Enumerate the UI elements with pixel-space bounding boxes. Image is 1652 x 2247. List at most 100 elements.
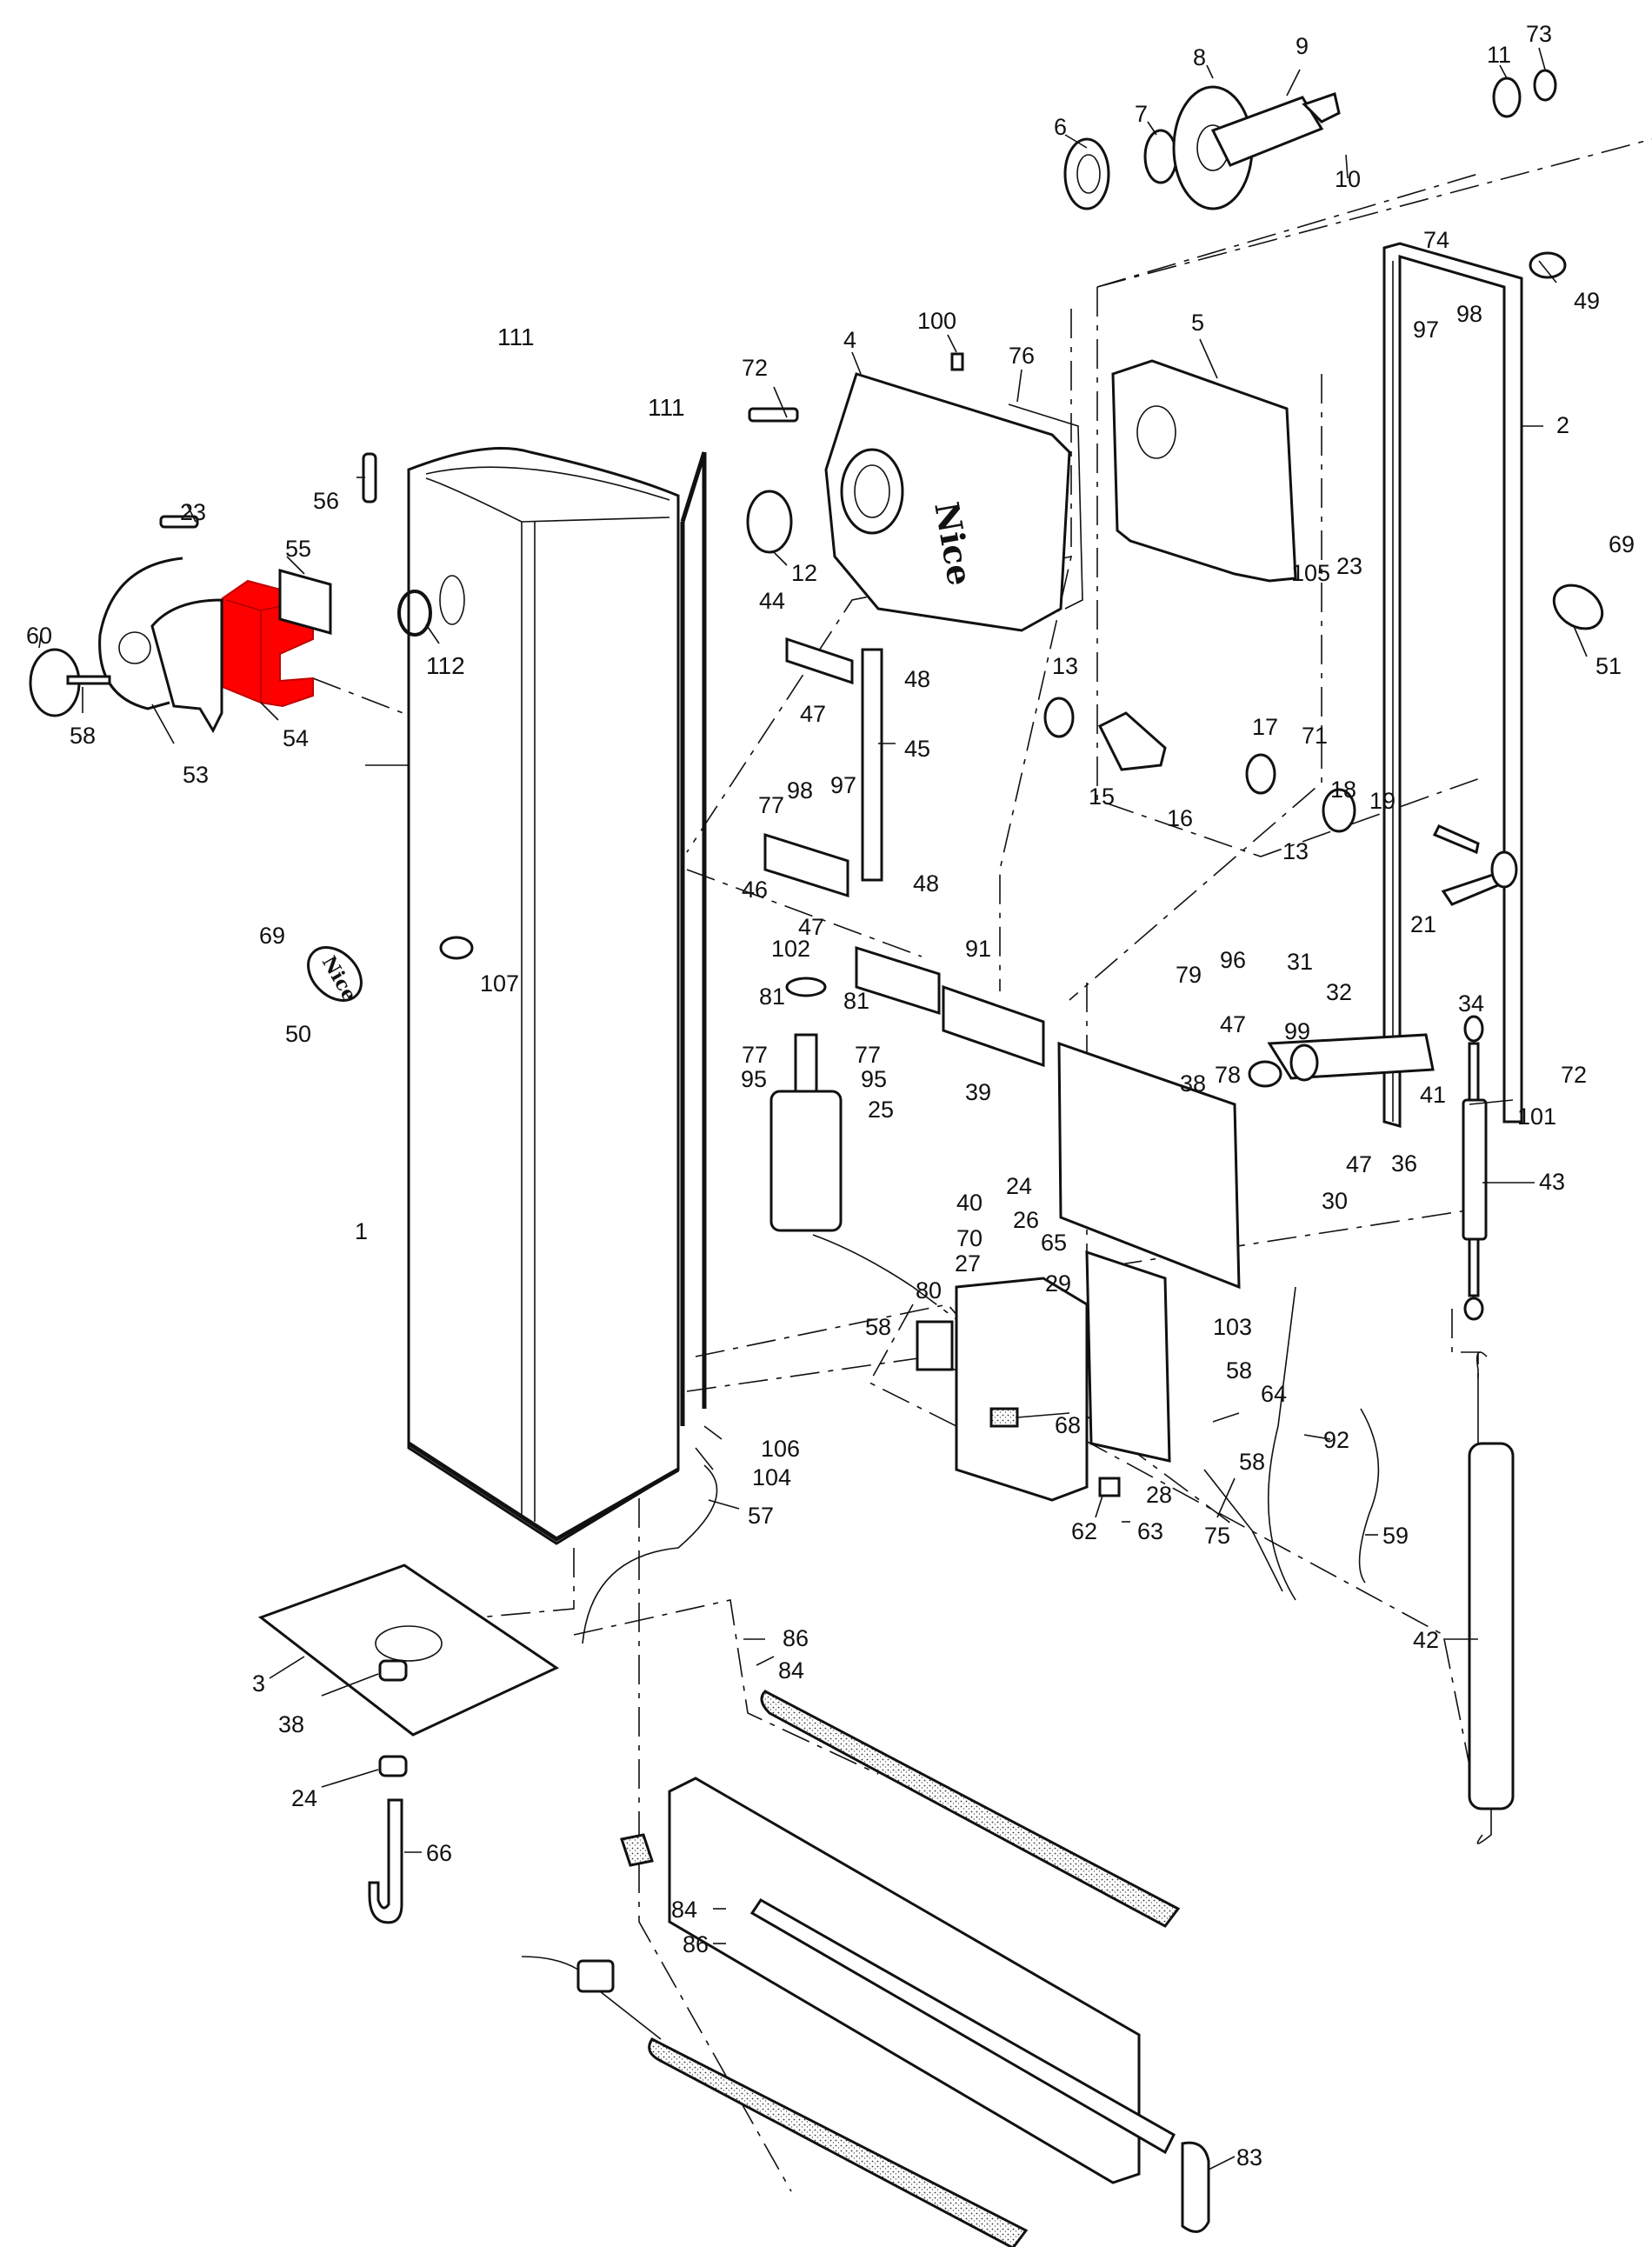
callout-47a[interactable]: 47 [800,701,826,727]
callout-51[interactable]: 51 [1595,653,1622,679]
callout-102[interactable]: 102 [771,936,810,962]
callout-76[interactable]: 76 [1009,343,1035,369]
callout-25[interactable]: 25 [868,1097,894,1123]
callout-50[interactable]: 50 [285,1021,311,1047]
callout-8[interactable]: 8 [1193,44,1206,70]
callout-73[interactable]: 73 [1526,21,1552,47]
callout-13b[interactable]: 13 [1282,838,1309,864]
callout-69a[interactable]: 69 [259,923,285,949]
callout-42[interactable]: 42 [1413,1627,1439,1653]
callout-36[interactable]: 36 [1391,1150,1417,1177]
callout-46[interactable]: 46 [742,877,768,903]
callout-97b[interactable]: 97 [830,772,856,798]
callout-12[interactable]: 12 [791,560,817,586]
callout-66[interactable]: 66 [426,1840,452,1866]
callout-72a[interactable]: 72 [742,355,768,381]
callout-58b[interactable]: 58 [865,1314,891,1340]
callout-30[interactable]: 30 [1322,1188,1348,1214]
callout-58d[interactable]: 58 [1239,1449,1265,1475]
callout-48a[interactable]: 48 [904,666,930,692]
callout-91[interactable]: 91 [965,936,991,962]
callout-77b[interactable]: 77 [742,1042,768,1068]
callout-23a[interactable]: 23 [180,499,206,525]
callout-98a[interactable]: 98 [1456,301,1482,327]
callout-5[interactable]: 5 [1191,310,1204,336]
callout-2[interactable]: 2 [1556,412,1569,438]
callout-68[interactable]: 68 [1055,1412,1081,1438]
callout-75[interactable]: 75 [1204,1523,1230,1549]
callout-38b[interactable]: 38 [1180,1070,1206,1097]
callout-3[interactable]: 3 [252,1670,265,1697]
callout-98b[interactable]: 98 [787,777,813,803]
callout-55[interactable]: 55 [285,536,311,562]
callout-43[interactable]: 43 [1539,1169,1565,1195]
callout-72b[interactable]: 72 [1561,1062,1587,1088]
callout-107[interactable]: 107 [480,970,519,997]
callout-96[interactable]: 96 [1220,947,1246,973]
callout-56[interactable]: 56 [313,488,339,514]
callout-62[interactable]: 62 [1071,1518,1097,1544]
callout-57[interactable]: 57 [748,1503,774,1529]
callout-38a[interactable]: 38 [278,1711,304,1737]
callout-24a[interactable]: 24 [291,1785,317,1811]
callout-103[interactable]: 103 [1213,1314,1252,1340]
callout-111b[interactable]: 111 [648,394,685,421]
callout-99[interactable]: 99 [1284,1018,1310,1044]
callout-15[interactable]: 15 [1089,783,1115,810]
callout-18[interactable]: 18 [1330,777,1356,803]
callout-47b[interactable]: 47 [798,914,824,940]
callout-29[interactable]: 29 [1045,1270,1071,1297]
callout-23b[interactable]: 23 [1336,553,1362,579]
callout-40[interactable]: 40 [956,1190,983,1216]
callout-41[interactable]: 41 [1420,1082,1446,1108]
callout-39[interactable]: 39 [965,1079,991,1105]
callout-74[interactable]: 74 [1423,227,1449,253]
callout-26[interactable]: 26 [1013,1207,1039,1233]
callout-34[interactable]: 34 [1458,990,1484,1017]
callout-104[interactable]: 104 [752,1464,791,1490]
callout-47c[interactable]: 47 [1220,1011,1246,1037]
callout-48b[interactable]: 48 [913,870,939,897]
callout-28[interactable]: 28 [1146,1482,1172,1508]
callout-58a[interactable]: 58 [70,723,96,749]
callout-1[interactable]: 1 [355,1218,368,1244]
callout-6[interactable]: 6 [1054,114,1067,140]
callout-27[interactable]: 27 [955,1250,981,1277]
callout-32[interactable]: 32 [1326,979,1352,1005]
callout-86b[interactable]: 86 [683,1931,709,1957]
callout-80[interactable]: 80 [916,1277,942,1304]
callout-78[interactable]: 78 [1215,1062,1241,1088]
callout-60[interactable]: 60 [26,623,52,649]
callout-112[interactable]: 112 [426,652,465,679]
callout-100[interactable]: 100 [917,308,956,334]
callout-47d[interactable]: 47 [1346,1151,1372,1177]
callout-45[interactable]: 45 [904,736,930,762]
callout-65[interactable]: 65 [1041,1230,1067,1256]
callout-92[interactable]: 92 [1323,1427,1349,1453]
callout-16[interactable]: 16 [1167,805,1193,831]
callout-10[interactable]: 10 [1335,166,1361,192]
callout-21[interactable]: 21 [1410,911,1436,937]
callout-9[interactable]: 9 [1296,33,1309,59]
callout-44[interactable]: 44 [759,588,785,614]
callout-77a[interactable]: 77 [758,792,784,818]
callout-71[interactable]: 71 [1302,723,1328,749]
callout-97a[interactable]: 97 [1413,317,1439,343]
callout-31[interactable]: 31 [1287,949,1313,975]
callout-7[interactable]: 7 [1135,101,1148,127]
callout-17[interactable]: 17 [1252,714,1278,740]
callout-24b[interactable]: 24 [1006,1173,1032,1199]
callout-59[interactable]: 59 [1382,1523,1409,1549]
callout-19[interactable]: 19 [1369,788,1396,814]
callout-11[interactable]: 11 [1487,42,1511,68]
callout-83[interactable]: 83 [1236,2144,1262,2170]
callout-105[interactable]: 105 [1291,560,1330,586]
callout-111a[interactable]: 111 [497,323,535,350]
callout-63[interactable]: 63 [1137,1518,1163,1544]
callout-101[interactable]: 101 [1517,1103,1556,1130]
callout-81b[interactable]: 81 [843,988,869,1014]
callout-69b[interactable]: 69 [1609,531,1635,557]
callout-106[interactable]: 106 [761,1436,800,1462]
callout-58c[interactable]: 58 [1226,1357,1252,1384]
callout-49[interactable]: 49 [1574,288,1600,314]
